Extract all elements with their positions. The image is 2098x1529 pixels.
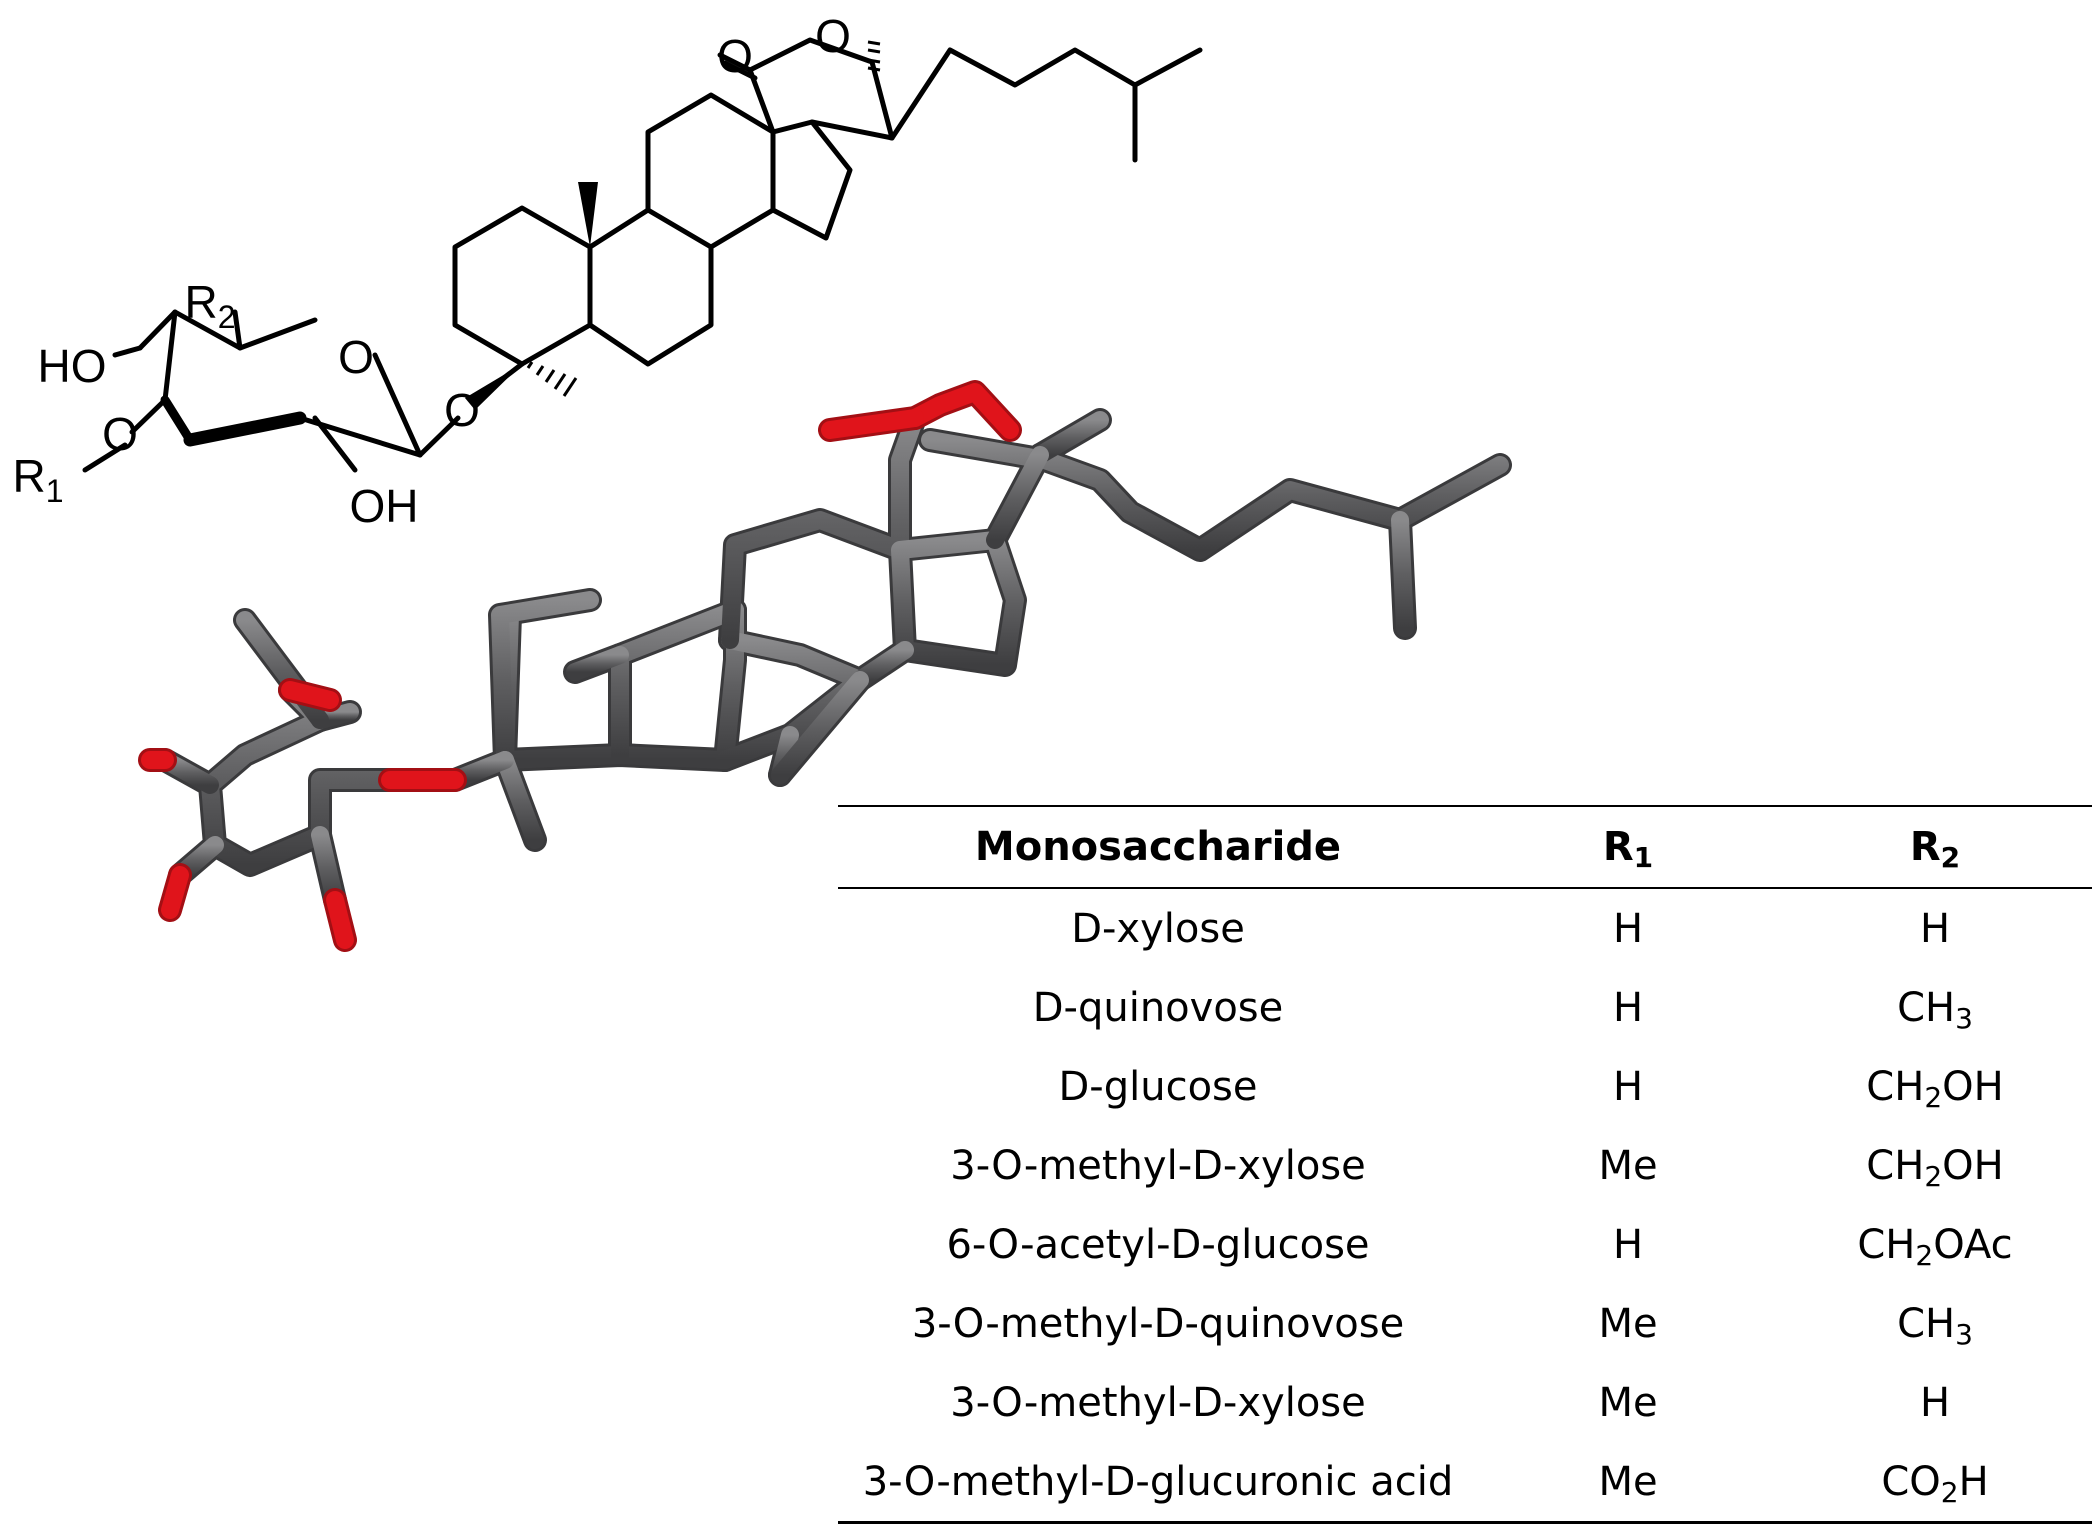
cell-r2: CH3 — [1778, 1284, 2092, 1363]
cell-r1: Me — [1478, 1126, 1778, 1205]
cell-text: H — [1612, 984, 1644, 1031]
cell-r1: H — [1478, 888, 1778, 968]
cell-text: CH — [1857, 1221, 1916, 1268]
cell-monosaccharide: 3-O-methyl-D-xylose — [838, 1126, 1478, 1205]
cell-subscript: 2 — [1915, 1238, 1934, 1272]
cell-r1: Me — [1478, 1284, 1778, 1363]
carbonyl-o-label: O — [717, 30, 753, 82]
c10-methyl-wedge — [578, 182, 598, 247]
cell-text: Me — [1598, 1379, 1658, 1426]
cell-r1: H — [1478, 968, 1778, 1047]
cell-monosaccharide: 6-O-acetyl-D-glucose — [838, 1205, 1478, 1284]
cell-text: CH — [1866, 1142, 1925, 1189]
ho-label: HO — [38, 340, 107, 392]
r2-label: R2 — [184, 276, 235, 335]
cell-r1: H — [1478, 1205, 1778, 1284]
table-header-row: Monosaccharide R1 R2 — [838, 805, 2092, 889]
cell-text: R — [1909, 824, 1941, 870]
sugar-ring-o-label: O — [338, 331, 374, 383]
cell-text: D-quinovose — [1032, 984, 1284, 1031]
cell-r1: H — [1478, 1047, 1778, 1126]
cell-text: CH — [1897, 1300, 1956, 1347]
oh-label: OH — [350, 480, 419, 532]
r1-label: R1 — [12, 450, 63, 509]
cell-monosaccharide: D-quinovose — [838, 968, 1478, 1047]
cell-monosaccharide: D-xylose — [838, 888, 1478, 968]
cell-r1: Me — [1478, 1363, 1778, 1442]
cell-text-tail: OH — [1942, 1063, 2004, 1110]
cell-r1: Me — [1478, 1442, 1778, 1524]
r1-o-label: O — [102, 408, 138, 460]
cell-subscript: 3 — [1955, 1317, 1973, 1351]
cell-monosaccharide: D-glucose — [838, 1047, 1478, 1126]
c20-hash — [867, 40, 881, 72]
cell-text: 3-O-methyl-D-quinovose — [911, 1300, 1405, 1347]
cell-monosaccharide: 3-O-methyl-D-xylose — [838, 1363, 1478, 1442]
cell-text: 3-O-methyl-D-glucuronic acid — [862, 1458, 1454, 1505]
cell-text: D-xylose — [1071, 905, 1245, 952]
cell-text: H — [1612, 905, 1644, 952]
cell-text: Me — [1598, 1142, 1658, 1189]
cell-text: 3-O-methyl-D-xylose — [950, 1379, 1366, 1426]
cell-text: D-glucose — [1058, 1063, 1258, 1110]
cell-text: H — [1919, 1379, 1951, 1426]
table-row: 3-O-methyl-D-glucuronic acid Me CO2H — [838, 1442, 2092, 1524]
cell-r2: CH2OH — [1778, 1126, 2092, 1205]
table-row: 6-O-acetyl-D-glucose H CH2OAc — [838, 1205, 2092, 1284]
cell-r2: CO2H — [1778, 1442, 2092, 1524]
cell-text: H — [1919, 905, 1951, 952]
table-row: 3-O-methyl-D-xylose Me H — [838, 1363, 2092, 1442]
table-row: D-quinovose H CH3 — [838, 968, 2092, 1047]
cell-r2: H — [1778, 888, 2092, 968]
cell-text-tail: OH — [1942, 1142, 2004, 1189]
cell-monosaccharide: 3-O-methyl-D-quinovose — [838, 1284, 1478, 1363]
cell-r2: CH2OAc — [1778, 1205, 2092, 1284]
header-r1: R1 — [1478, 805, 1778, 889]
stick-model-3d — [138, 380, 1512, 952]
cell-text-tail: H — [1958, 1458, 1989, 1505]
cell-text: CO — [1881, 1458, 1941, 1505]
cell-subscript: 2 — [1940, 1475, 1959, 1509]
c4-hash — [526, 361, 578, 397]
cell-text-tail: OAc — [1933, 1221, 2013, 1268]
cell-r2: CH2OH — [1778, 1047, 2092, 1126]
cell-subscript: 3 — [1955, 1001, 1973, 1035]
cell-r2: CH3 — [1778, 968, 2092, 1047]
cell-text: H — [1612, 1221, 1644, 1268]
cell-text: 6-O-acetyl-D-glucose — [946, 1221, 1370, 1268]
cell-text: H — [1612, 1063, 1644, 1110]
cell-subscript: 2 — [1924, 1159, 1943, 1193]
header-r2: R2 — [1778, 805, 2092, 889]
header-monosaccharide: Monosaccharide — [838, 805, 1478, 889]
cell-text: Me — [1598, 1458, 1658, 1505]
structure-2d — [82, 37, 1203, 473]
cell-text: 3-O-methyl-D-xylose — [950, 1142, 1366, 1189]
table-row: D-xylose H H — [838, 888, 2092, 968]
cell-monosaccharide: 3-O-methyl-D-glucuronic acid — [838, 1442, 1478, 1524]
c4-wedge — [465, 364, 522, 410]
cell-text: Monosaccharide — [974, 824, 1342, 870]
cell-subscript: 1 — [1633, 841, 1654, 874]
cell-text: CH — [1897, 984, 1956, 1031]
cell-subscript: 2 — [1924, 1080, 1943, 1114]
lactone-o-label: O — [815, 10, 851, 62]
cell-subscript: 2 — [1940, 841, 1961, 874]
cell-text: Me — [1598, 1300, 1658, 1347]
glycosidic-o-label: O — [444, 384, 480, 436]
cell-r2: H — [1778, 1363, 2092, 1442]
cell-text: CH — [1866, 1063, 1925, 1110]
table-row: 3-O-methyl-D-xylose Me CH2OH — [838, 1126, 2092, 1205]
table-row: D-glucose H CH2OH — [838, 1047, 2092, 1126]
table-row: 3-O-methyl-D-quinovose Me CH3 — [838, 1284, 2092, 1363]
cell-text: R — [1602, 824, 1634, 870]
